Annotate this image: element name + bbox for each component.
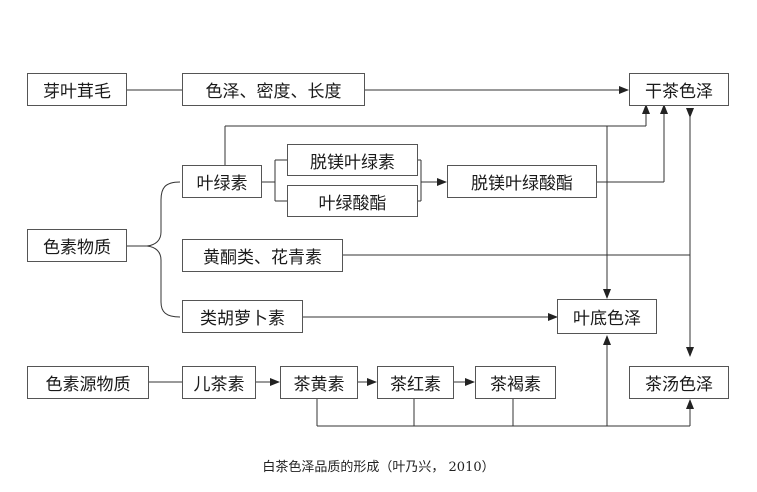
node-bud-hair: 芽叶茸毛 [27,73,127,106]
node-catechins: 儿茶素 [182,366,256,399]
node-color-density-length: 色泽、密度、长度 [182,73,365,106]
node-pigment-precursors: 色素源物质 [27,366,149,399]
node-chlorophyll: 叶绿素 [182,165,262,198]
node-carotenoids: 类胡萝卜素 [182,300,303,333]
pigments-brace [146,181,181,318]
node-thearubigins: 茶红素 [377,366,454,399]
node-flavonoids-anthocyanins: 黄酮类、花青素 [182,239,343,272]
node-pigments: 色素物质 [27,229,127,262]
node-liquor-color: 茶汤色泽 [629,366,729,399]
node-pheophytin: 脱镁叶绿素 [287,144,418,176]
node-theaflavins: 茶黄素 [280,366,358,399]
node-theabrownins: 茶褐素 [475,366,556,399]
figure-caption: 白茶色泽品质的形成（叶乃兴， 2010） [262,460,495,475]
node-chlorophyllide: 叶绿酸酯 [287,185,418,217]
node-pheophorbide: 脱镁叶绿酸酯 [447,165,597,198]
node-leaf-base-color: 叶底色泽 [557,299,657,334]
node-dry-tea-color: 干茶色泽 [629,73,729,106]
